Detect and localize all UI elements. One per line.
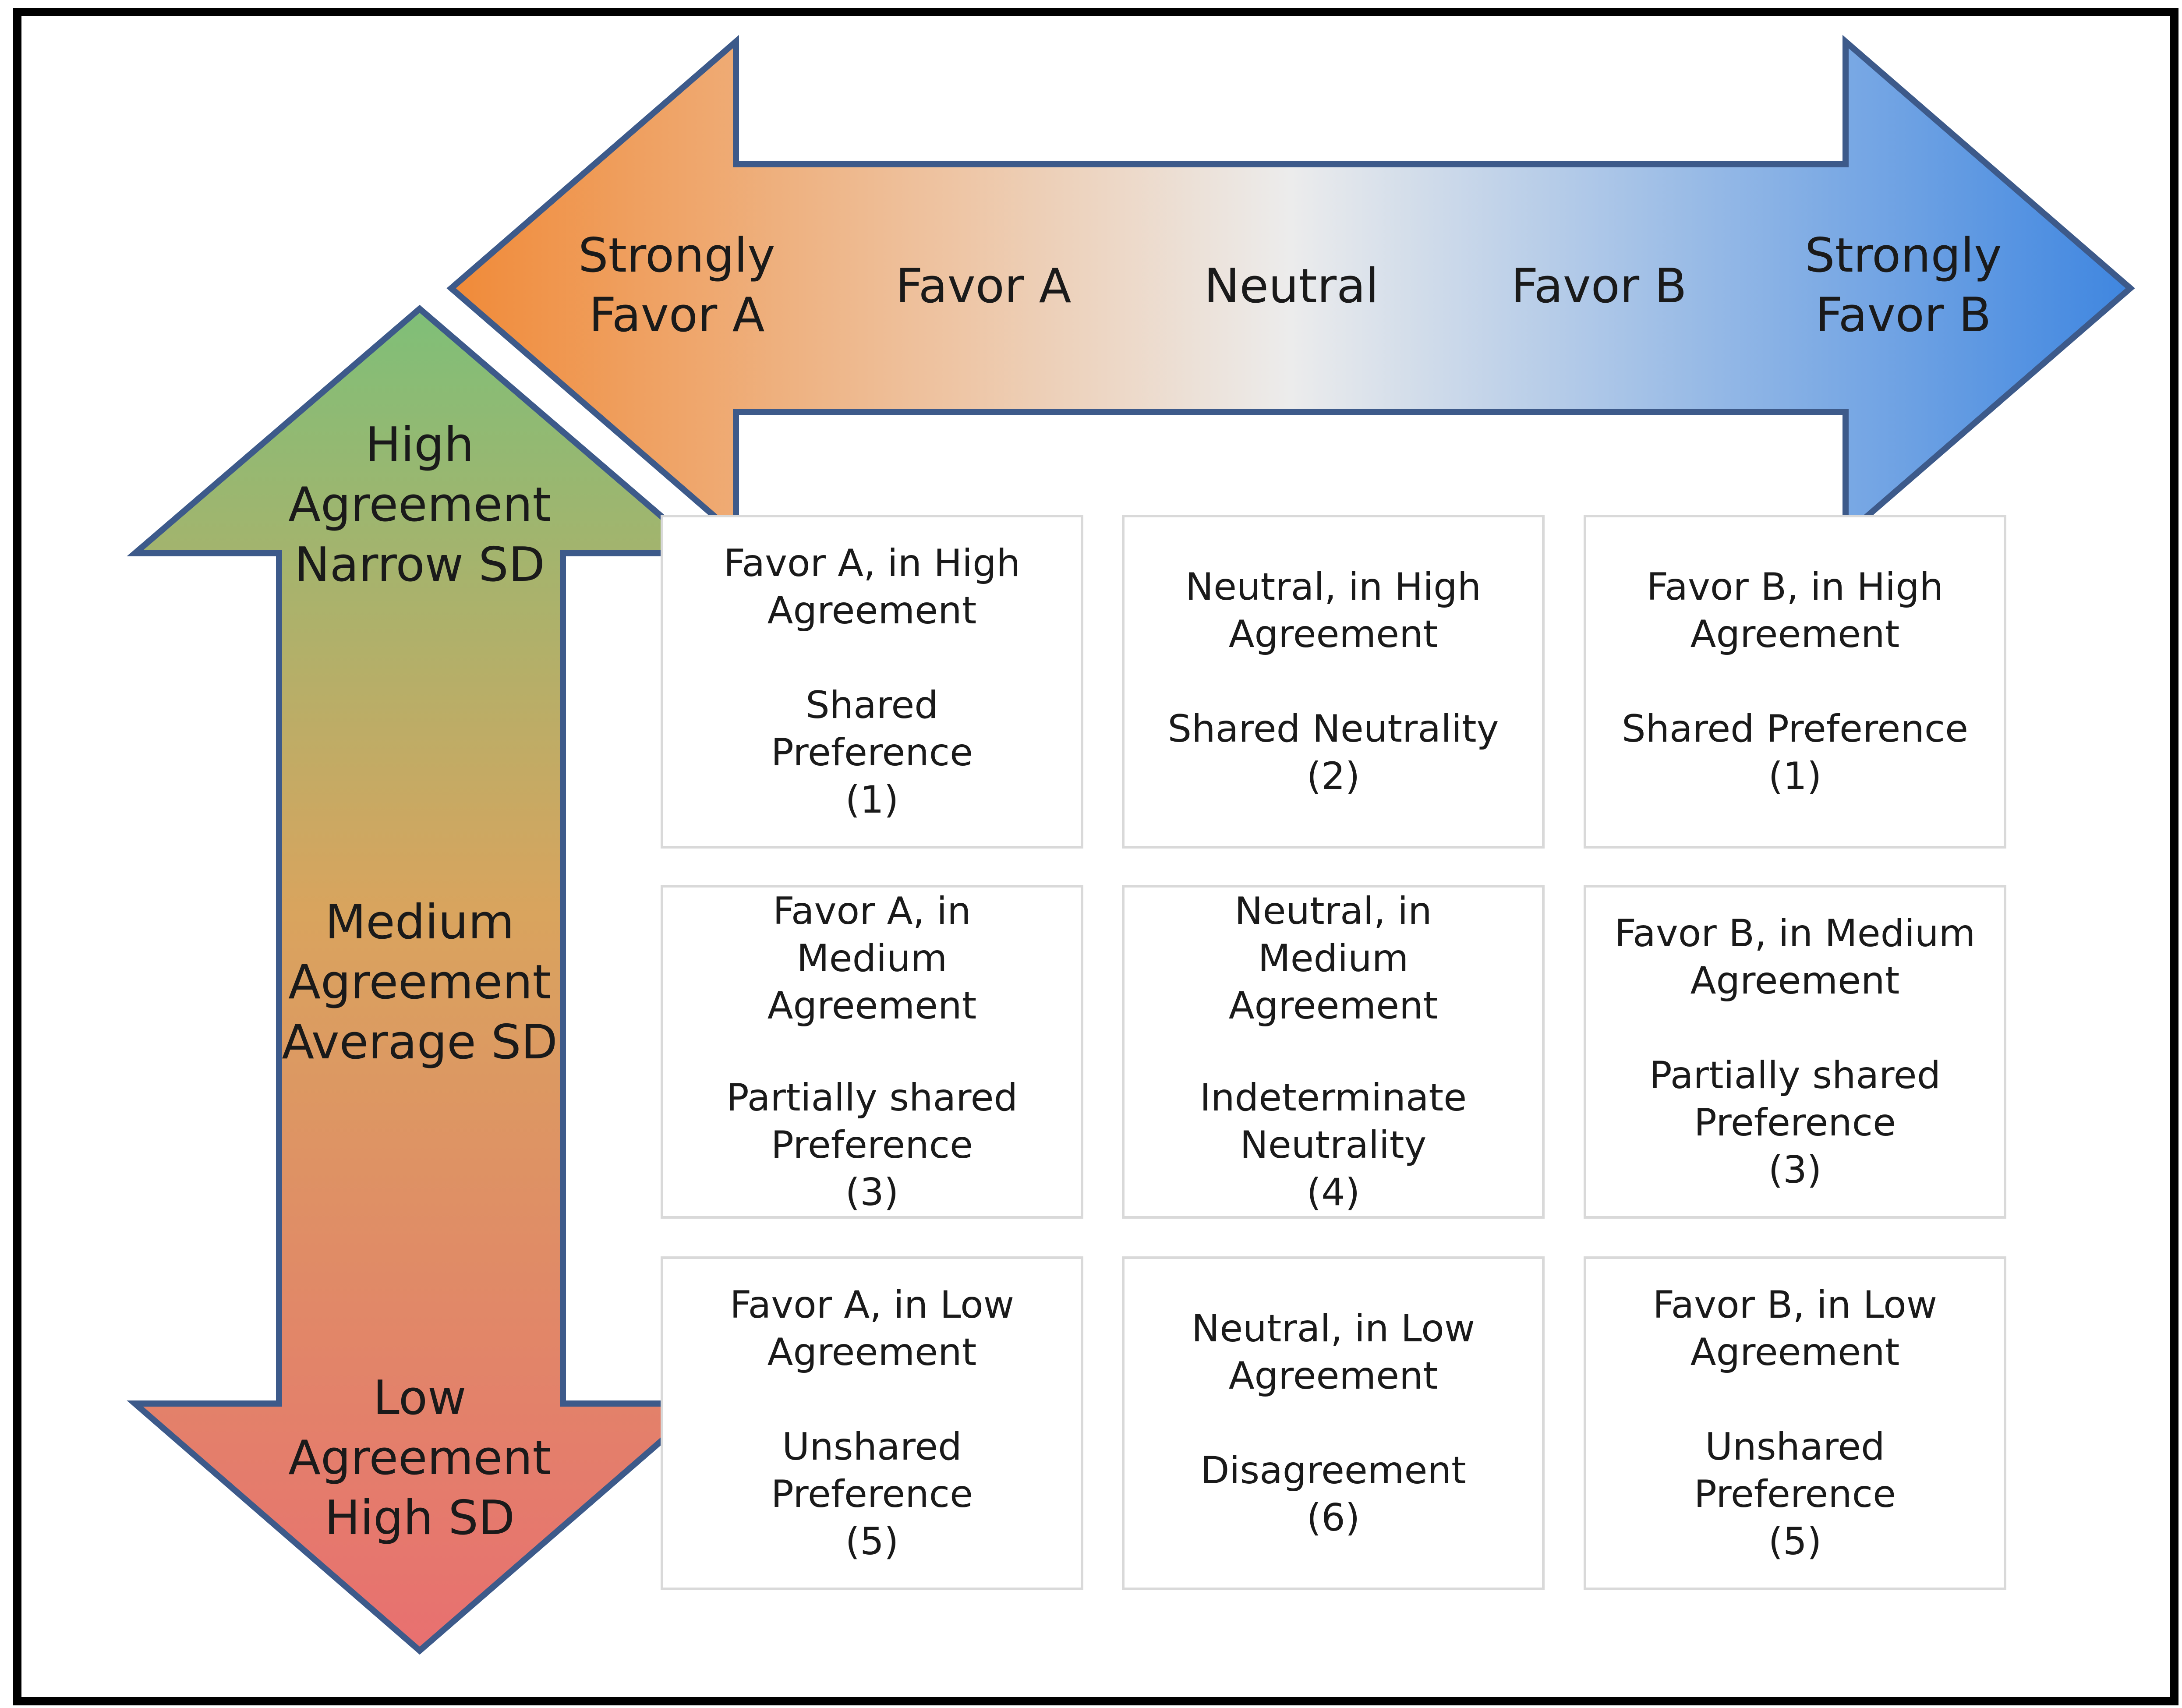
label-high-agreement-line-2: Agreement [288, 477, 551, 532]
cell-title: Favor B, in Medium Agreement [1614, 912, 1976, 1003]
cell-code: (5) [1768, 1520, 1822, 1563]
cell-title: Favor A, in High Agreement [723, 541, 1021, 633]
cell-code: (3) [1768, 1148, 1822, 1192]
vertical-agreement-arrow [127, 304, 713, 1655]
cell-code: (1) [845, 778, 899, 822]
label-strongly-favor-b-line-1: Strongly [1805, 228, 2002, 283]
label-medium-agreement-line-3: Average SD [282, 1015, 558, 1070]
label-favor-b: Favor B [1511, 259, 1687, 314]
label-medium-agreement-line-1: Medium [325, 895, 514, 950]
cell-category: Indeterminate Neutrality [1199, 1076, 1467, 1167]
cell-category: Disagreement [1200, 1449, 1466, 1492]
label-favor-a: Favor A [896, 259, 1072, 314]
cell-title: Favor A, in Medium Agreement [767, 889, 977, 1028]
cell-code: (3) [845, 1170, 899, 1214]
label-low-agreement-line-3: High SD [325, 1491, 515, 1545]
cell-category: Shared Preference [771, 683, 973, 774]
label-neutral: Neutral [1204, 259, 1379, 314]
label-medium-agreement-line-2: Agreement [288, 955, 551, 1010]
label-high-agreement-line-3: Narrow SD [294, 538, 545, 592]
label-strongly-favor-a-line-2: Favor A [589, 288, 765, 343]
cell-code: (1) [1768, 754, 1822, 798]
label-low-agreement-line-2: Agreement [288, 1431, 551, 1485]
cell-title: Neutral, in Medium Agreement [1228, 889, 1438, 1028]
label-favor-a-line-1: Favor A [896, 259, 1072, 314]
cell-category: Shared Neutrality [1167, 707, 1499, 751]
cell-category: Partially shared Preference [726, 1076, 1018, 1167]
cell-code: (5) [845, 1520, 899, 1563]
cell-code: (6) [1306, 1496, 1360, 1540]
label-low-agreement-line-1: Low [373, 1371, 467, 1425]
horizontal-preference-arrow [446, 35, 2135, 542]
cell-category: Shared Preference [1621, 707, 1969, 751]
label-strongly-favor-b-line-2: Favor B [1815, 288, 1991, 343]
cell-title: Favor B, in High Agreement [1646, 565, 1944, 656]
label-high-agreement-line-1: High [365, 417, 474, 472]
cell-title: Favor A, in Low Agreement [729, 1283, 1015, 1374]
cell-category: Unshared Preference [1694, 1425, 1896, 1516]
label-favor-b-line-1: Favor B [1511, 259, 1687, 314]
cell-code: (4) [1306, 1170, 1360, 1214]
cell-title: Neutral, in High Agreement [1185, 565, 1482, 656]
cell-category: Partially shared Preference [1649, 1054, 1941, 1145]
cell-category: Unshared Preference [771, 1425, 973, 1516]
label-strongly-favor-a-line-1: Strongly [578, 228, 775, 283]
cell-title: Favor B, in Low Agreement [1652, 1283, 1938, 1374]
label-neutral-line-1: Neutral [1204, 259, 1379, 314]
cell-code: (2) [1306, 754, 1360, 798]
cell-title: Neutral, in Low Agreement [1191, 1307, 1475, 1398]
